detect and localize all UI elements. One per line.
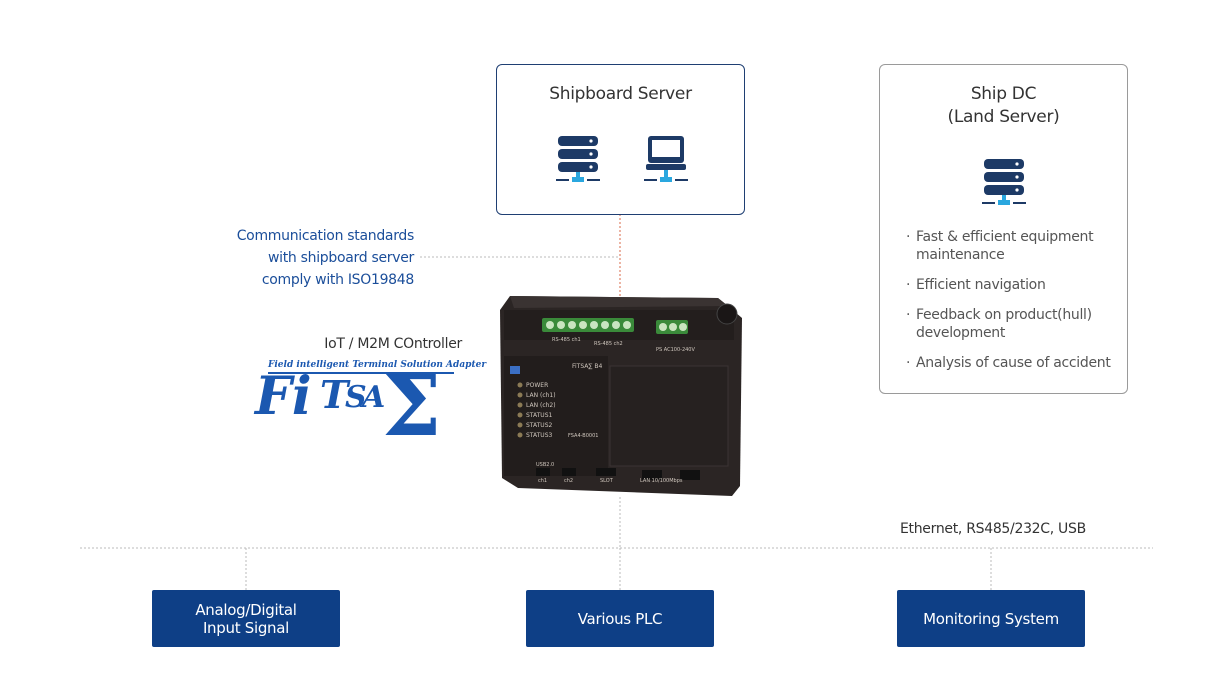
- device-illustration: [500, 296, 742, 496]
- ship-dc-title-line2: (Land Server): [947, 107, 1060, 127]
- led-label: STATUS2: [526, 422, 553, 429]
- benefit-item: · Analysis of cause of accident: [906, 354, 1116, 372]
- logo-t: T: [320, 372, 349, 417]
- note-line: Communication standards: [236, 228, 415, 244]
- logo-rule: [268, 372, 454, 374]
- controller-caption: IoT / M2M COntroller: [324, 336, 462, 352]
- bullet-dot: ·: [906, 277, 911, 293]
- device-led-labels: POWER LAN (ch1) LAN (ch2) STATUS1 STATUS…: [526, 381, 556, 441]
- fitsa-logo: Field intelligent Terminal Solution Adap…: [250, 356, 486, 455]
- interface-label: Ethernet, RS485/232C, USB: [900, 521, 1086, 537]
- note-line: with shipboard server: [268, 250, 414, 266]
- analog-digital-input-button[interactable]: Analog/Digital Input Signal: [152, 590, 340, 647]
- bullet-dot: ·: [906, 355, 911, 371]
- benefit-text: Fast & efficient equipment maintenance: [916, 229, 1094, 263]
- communication-standards-note: Communication standards with shipboard s…: [200, 225, 415, 291]
- slot-label: SLOT: [600, 478, 613, 484]
- lan-port-label: LAN 10/100Mbps: [640, 478, 683, 484]
- rs485-ch1-label: RS-485 ch1: [552, 337, 581, 343]
- monitoring-system-button[interactable]: Monitoring System: [897, 590, 1085, 647]
- land-server-rack-icon: [982, 159, 1026, 205]
- ship-dc-benefits-list: ·Fast & efficient equipment maintenance …: [906, 228, 1116, 384]
- server-rack-icon: [556, 136, 600, 182]
- ship-dc-box: Ship DC (Land Server): [879, 64, 1128, 394]
- various-plc-button[interactable]: Various PLC: [526, 590, 714, 647]
- fitsa-controller-device: FiTSA∑ B4 FSA4-B0001 POWER LAN (ch1) LAN…: [496, 290, 744, 504]
- usb-ch1-label: ch1: [538, 478, 548, 484]
- usb-ch2-label: ch2: [564, 478, 574, 484]
- bullet-dot: ·: [906, 229, 911, 245]
- logo-sigma: Σ: [382, 356, 442, 455]
- benefit-text: Feedback on product(hull) development: [916, 307, 1092, 341]
- usb-port-label: USB2.0: [536, 462, 555, 468]
- led-label: LAN (ch2): [526, 402, 556, 409]
- power-label: PS AC100-240V: [656, 347, 695, 353]
- bullet-dot: ·: [906, 307, 911, 323]
- note-line: comply with ISO19848: [261, 272, 414, 288]
- rs485-ch2-label: RS-485 ch2: [594, 341, 623, 347]
- logo-a: A: [362, 380, 386, 415]
- ship-dc-title-line1: Ship DC: [970, 84, 1037, 104]
- logo-tagline: Field intelligent Terminal Solution Adap…: [268, 360, 487, 370]
- led-label: STATUS3: [526, 432, 553, 439]
- shipboard-server-title: Shipboard Server: [549, 84, 692, 104]
- benefit-text: Analysis of cause of accident: [916, 355, 1111, 371]
- led-label: STATUS1: [526, 412, 553, 419]
- benefit-item: · Feedback on product(hull) development: [906, 306, 1116, 342]
- device-model: FSA4-B0001: [568, 433, 599, 439]
- benefit-item: · Efficient navigation: [906, 276, 1116, 294]
- logo-s: S: [345, 380, 367, 415]
- benefit-item: · Fast & efficient equipment maintenance: [906, 228, 1116, 264]
- device-brand: FiTSA∑ B4: [572, 363, 603, 370]
- led-label: LAN (ch1): [526, 392, 556, 399]
- ship-dc-title: Ship DC (Land Server): [880, 83, 1127, 129]
- shipboard-server-box: Shipboard Server: [496, 64, 745, 215]
- computer-monitor-icon: [644, 136, 688, 182]
- benefit-text: Efficient navigation: [916, 277, 1046, 293]
- led-label: POWER: [526, 382, 549, 389]
- logo-fi: Fi: [255, 366, 312, 427]
